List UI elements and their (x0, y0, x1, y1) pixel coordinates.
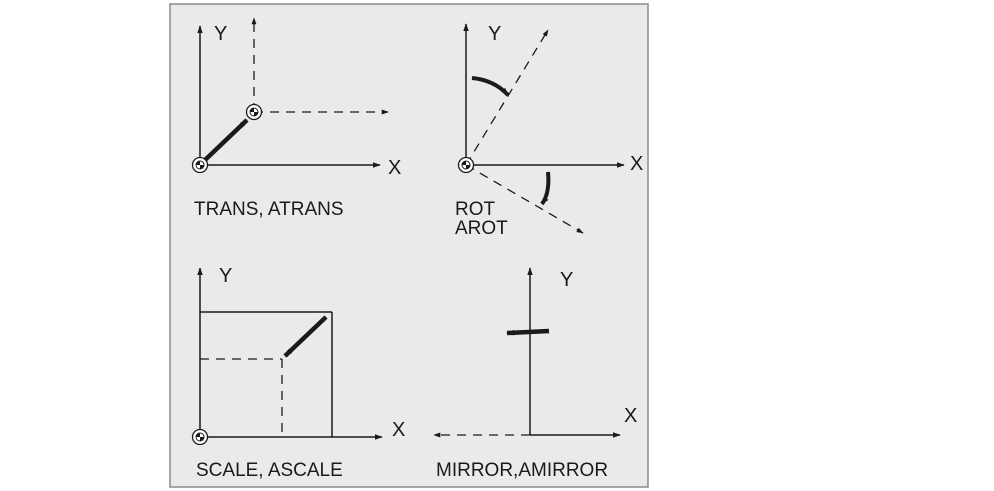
trans-quadrant (197, 17, 389, 168)
rot-quadrant (463, 23, 625, 234)
mirror-x-label: X (624, 405, 637, 427)
origin-symbol-icon (191, 156, 209, 174)
rotation-arc-lower (540, 171, 551, 206)
rot-origin-symbol-icon (457, 156, 475, 174)
rot-rotated-y-axis (465, 29, 549, 166)
rotation-arc-upper (471, 76, 510, 97)
scale-quadrant (197, 267, 383, 440)
shifted-origin-symbol-icon (245, 103, 263, 121)
rot-x-label: X (630, 153, 643, 175)
trans-caption: TRANS, ATRANS (194, 199, 344, 220)
rot-caption-line1: ROT (455, 199, 496, 220)
mirror-quadrant (433, 267, 621, 438)
rot-rotated-x-axis (465, 164, 584, 234)
mirror-caption: MIRROR,AMIRROR (436, 460, 608, 481)
scale-x-label: X (392, 419, 405, 441)
translation-arrow (203, 118, 249, 162)
diagram-panel (169, 3, 649, 488)
scale-caption: SCALE, ASCALE (196, 460, 343, 481)
mirror-arrow (506, 328, 550, 336)
scale-y-label: Y (219, 265, 232, 287)
rot-y-label: Y (488, 23, 501, 45)
trans-y-label: Y (214, 23, 227, 45)
rot-caption-line2: AROT (455, 218, 508, 239)
scale-arrow (283, 315, 328, 358)
trans-x-label: X (388, 157, 401, 179)
mirror-y-label: Y (560, 269, 573, 291)
scale-origin-symbol-icon (191, 428, 209, 446)
